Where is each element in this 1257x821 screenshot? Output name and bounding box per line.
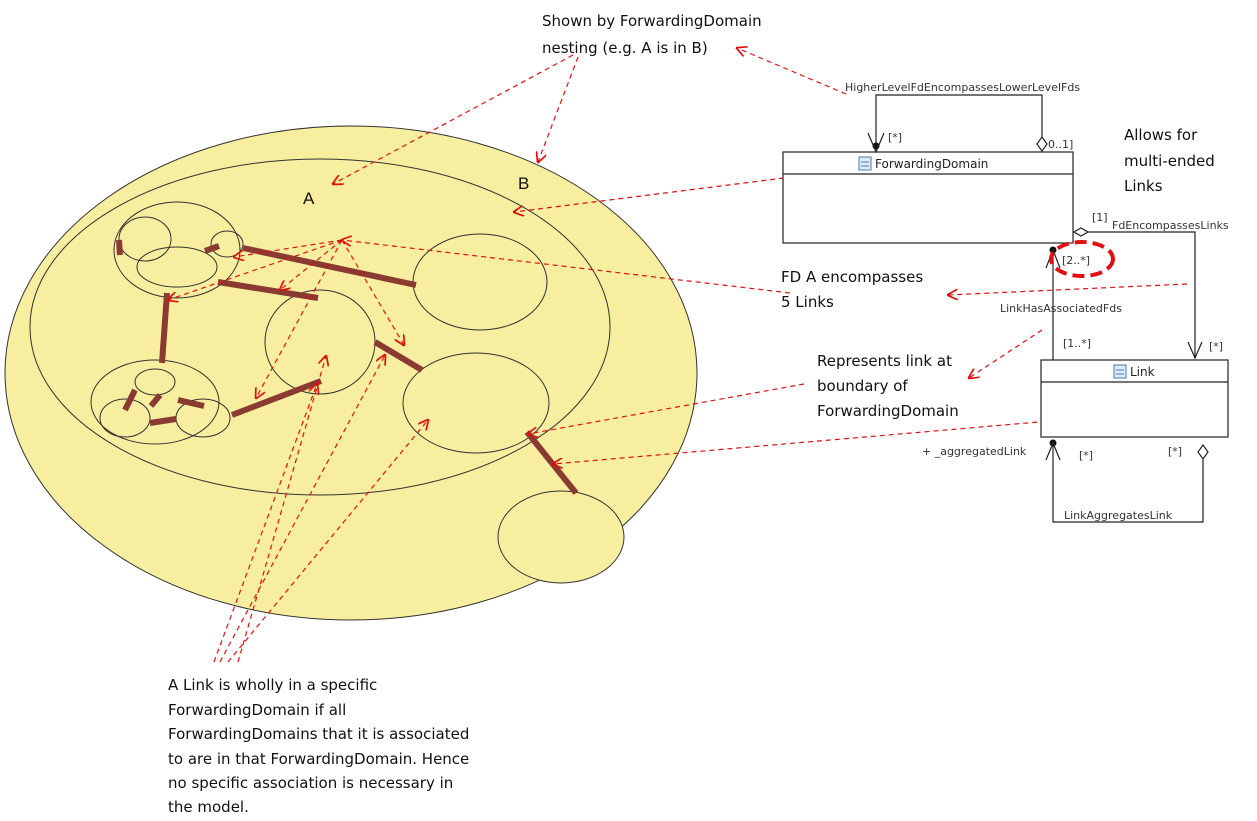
assoc-fd-encompasses-links-line (1088, 231, 1196, 358)
link-segment (177, 397, 205, 409)
mult-2-star: [2..*] (1062, 254, 1090, 267)
note-multi-ended: Allows for multi-ended Links (1124, 126, 1220, 195)
mult-fd-1: [1] (1092, 211, 1108, 224)
sub-domain-top-left-inner-c (210, 230, 244, 258)
sub-domain-lower-right (402, 352, 550, 454)
arrow-wholly-1 (213, 384, 317, 663)
mult-aggregated-star: [*] (1079, 449, 1093, 462)
link-class-box (1040, 359, 1229, 438)
external-domain (497, 490, 625, 584)
domain-b-ellipse (29, 158, 611, 496)
arrow-wholly-4 (237, 356, 326, 663)
uml-text: ForwardingDomain Link HigherLevelFdEncom… (845, 81, 1229, 522)
assoc-link-aggregates-line (1052, 445, 1204, 523)
arrow-wholly-3 (227, 420, 428, 663)
sub-domain-top-left-inner-b (136, 246, 218, 288)
arrow-fd-class-to-domain (514, 177, 785, 212)
notes: Shown by ForwardingDomain nesting (e.g. … (168, 12, 1220, 816)
assoc-link-has-fds-label: LinkHasAssociatedFds (1000, 302, 1122, 315)
link-segment (203, 243, 221, 254)
mult-1-star: [1..*] (1063, 337, 1091, 350)
link-segment (230, 378, 323, 418)
arrow-nesting-to-b (538, 56, 579, 162)
mult-higher-star: [*] (888, 131, 902, 144)
domain-a-label: A (303, 189, 315, 208)
assoc-higher-level-line (875, 94, 1043, 145)
arrow-wholly-2 (219, 355, 385, 663)
arrow-hub-to-link-1 (342, 240, 791, 294)
sub-domain-bottom-left-inner-b (99, 398, 151, 438)
mult-higher-0-1: 0..1] (1048, 138, 1073, 151)
arrow-encompasses (948, 283, 1188, 295)
note-wholly: A Link is wholly in a specific Forwardin… (168, 676, 474, 816)
multiplicity-highlight (1049, 240, 1115, 278)
link-segment (122, 388, 138, 412)
note-boundary: Represents link at boundary of Forwardin… (817, 352, 959, 420)
forwarding-domain-class-name: ForwardingDomain (875, 157, 988, 171)
assoc-fd-encompasses-links-label: FdEncompassesLinks (1112, 219, 1229, 232)
assoc-higher-level-label: HigherLevelFdEncompassesLowerLevelFds (845, 81, 1080, 94)
domain-b-label: B (518, 174, 529, 193)
assoc-link-aggregates-label: LinkAggregatesLink (1064, 509, 1173, 522)
sub-domain-bottom-left-inner-a (134, 368, 176, 396)
sub-domain-bottom-left (90, 359, 220, 445)
arrow-hub-to-link-6 (256, 239, 343, 398)
annotation-arrows (168, 48, 1188, 663)
link-segment (373, 339, 424, 373)
arrow-boundary (528, 383, 805, 434)
link-class-name: Link (1130, 365, 1155, 379)
note-nesting: Shown by ForwardingDomain nesting (e.g. … (542, 12, 766, 57)
link-segment (217, 279, 319, 301)
arrow-hub-to-link-2 (234, 239, 343, 257)
arrow-hub-to-link-3 (168, 239, 343, 300)
uml-diagram (782, 94, 1229, 523)
link-segment (116, 239, 123, 256)
mult-link-star: [*] (1209, 340, 1223, 353)
link-segment (242, 245, 417, 288)
arrow-hub-to-link-4 (280, 239, 343, 290)
arrow-link-class-to-boundary (553, 418, 1074, 464)
arrow-hub-to-link-5 (341, 239, 404, 345)
forwarding-domain-picture: A B (4, 125, 698, 621)
arrow-fd-class-to-label (737, 48, 847, 95)
mult-aggregating-star: [*] (1168, 445, 1182, 458)
forwarding-domain-class-box (782, 151, 1074, 244)
link-segment (159, 292, 170, 364)
link-segment (148, 393, 163, 408)
arrow-linkhasfds (969, 329, 1043, 378)
arrow-nesting-to-a (333, 54, 574, 184)
note-encompasses: FD A encompasses 5 Links (781, 268, 928, 311)
role-aggregated-link: + _aggregatedLink (922, 445, 1027, 458)
sub-domain-bottom-left-inner-c (175, 398, 231, 438)
outer-domain-ellipse (4, 125, 698, 621)
class-icon (1113, 364, 1127, 379)
class-icon (858, 156, 872, 171)
sub-domain-top-left-inner-a (118, 216, 172, 262)
link-segment (149, 416, 177, 426)
